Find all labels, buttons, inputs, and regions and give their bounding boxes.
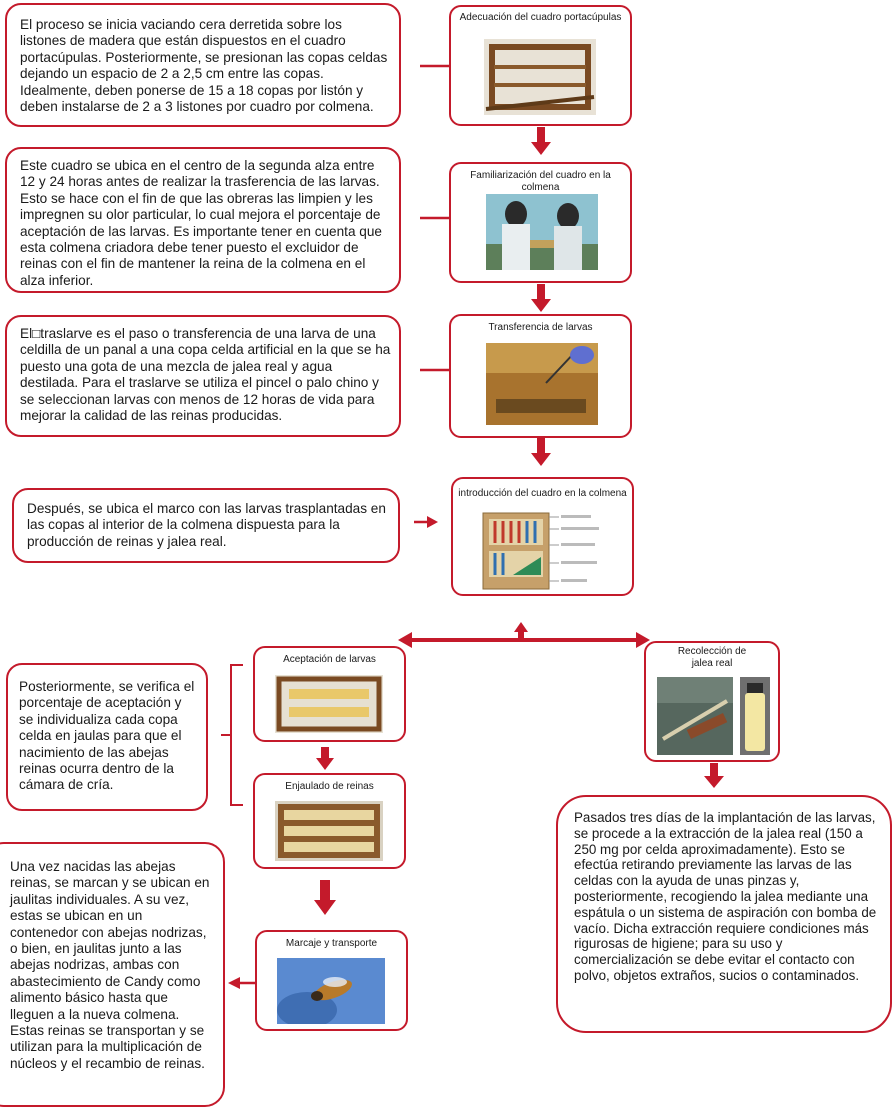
step2-card-title: Familiarización del cuadro en la colmena [470, 170, 611, 193]
step1-card: Adecuación del cuadro portacúpulas [449, 5, 632, 126]
step4-card: introducción del cuadro en la colmena [451, 477, 634, 596]
royal-jelly-description: Pasados tres días de la implantación de … [574, 810, 877, 983]
step2-card: Familiarización del cuadro en la colmena [449, 162, 632, 283]
royal-jelly-card-title: Recolección de jalea real [677, 646, 747, 669]
step2-description: Este cuadro se ubica en el centro de la … [20, 158, 382, 288]
step1-description: El proceso se inicia vaciando cera derre… [20, 17, 388, 115]
acceptance-card: Aceptación de larvas [253, 646, 406, 742]
queen-cages-photo [275, 801, 383, 861]
acceptance-card-title: Aceptación de larvas [283, 654, 376, 665]
acceptance-description-box: Posteriormente, se verifica el porcentaj… [6, 663, 208, 811]
right-arrow-icon [414, 516, 438, 528]
caging-card: Enjaulado de reinas [253, 773, 406, 869]
step3-description-box: El□traslarve es el paso o transferencia … [5, 315, 401, 437]
left-arrow-icon [228, 977, 256, 989]
step4-card-title: introducción del cuadro en la colmena [458, 488, 627, 499]
marking-description-box: Una vez nacidas las abejas reinas, se ma… [0, 842, 225, 1107]
marking-card: Marcaje y transporte [255, 930, 408, 1031]
step3-card-title: Transferencia de larvas [488, 322, 593, 333]
acceptance-description: Posteriormente, se verifica el porcentaj… [19, 679, 195, 793]
step1-card-title: Adecuación del cuadro portacúpulas [459, 12, 622, 23]
jelly-jar-photo [740, 677, 770, 755]
royal-jelly-card: Recolección de jalea real [644, 641, 780, 762]
beekeepers-photo [486, 194, 598, 270]
down-arrow-icon [531, 127, 551, 155]
down-arrow-icon [316, 747, 334, 770]
marking-description: Una vez nacidas las abejas reinas, se ma… [10, 859, 210, 1071]
marking-card-title: Marcaje y transporte [285, 938, 378, 949]
step2-description-box: Este cuadro se ubica en el centro de la … [5, 147, 401, 293]
down-arrow-icon [531, 438, 551, 466]
acceptance-frame-photo [275, 675, 383, 733]
bracket-connector [221, 664, 243, 806]
step1-description-box: El proceso se inicia vaciando cera derre… [5, 3, 401, 127]
step3-description: El□traslarve es el paso o transferencia … [20, 326, 391, 424]
step4-description-box: Después, se ubica el marco con las larva… [12, 488, 400, 563]
down-arrow-icon [704, 763, 724, 788]
royal-jelly-description-box: Pasados tres días de la implantación de … [556, 795, 892, 1033]
branch-connector [398, 622, 650, 648]
step4-description: Después, se ubica el marco con las larva… [27, 501, 386, 549]
down-arrow-icon [531, 284, 551, 312]
wooden-frame-photo [484, 39, 596, 115]
hive-diagram-illustration [479, 507, 609, 593]
step3-card: Transferencia de larvas [449, 314, 632, 438]
caging-card-title: Enjaulado de reinas [285, 781, 374, 792]
queen-bee-photo [277, 958, 385, 1024]
jelly-extraction-photo [657, 677, 733, 755]
down-arrow-icon [314, 880, 336, 915]
larva-transfer-photo [486, 343, 598, 425]
